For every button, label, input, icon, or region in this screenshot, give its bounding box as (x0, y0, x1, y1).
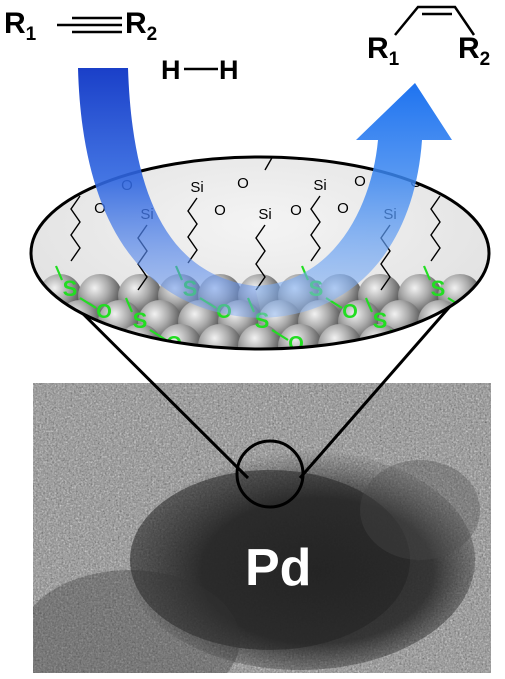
svg-text:R2: R2 (125, 7, 157, 45)
sulfur-chain-bond (364, 297, 374, 313)
reactant-alkyne: R1 R2 (4, 7, 157, 45)
oxygen-atom: O (337, 200, 349, 217)
pd-atom (278, 324, 322, 349)
alkyl-chain (187, 197, 198, 264)
product-cis-alkene: R1 R2 (367, 5, 490, 70)
sulfonate-bond (79, 297, 97, 309)
pd-label: Pd (245, 539, 311, 597)
pd-atom (31, 274, 42, 318)
silicon-atom: Si (313, 177, 326, 194)
pd-atom (438, 324, 482, 349)
sulfur-chain-bond (54, 265, 64, 281)
sulfonate-oxygen: O (342, 301, 358, 323)
sulfonate-oxygen: O (464, 301, 480, 323)
oxygen-atom: O (290, 202, 302, 219)
svg-text:R1: R1 (4, 7, 37, 45)
sulfonate-oxygen: O (96, 301, 112, 323)
product-r2: R (458, 32, 480, 65)
sulfur-chain-bond (422, 265, 432, 281)
alkene-skeleton (394, 5, 476, 36)
arrow-in (78, 68, 262, 318)
alkyl-chain (310, 195, 321, 262)
hydrogen-molecule: H H (161, 55, 239, 85)
pd-atom (458, 300, 489, 344)
zoom-circle (235, 439, 305, 509)
reactant-r2: R (125, 7, 147, 40)
methoxy-bond (144, 157, 154, 166)
svg-text:R1: R1 (367, 32, 400, 70)
product-r2-subscript: 2 (480, 49, 491, 70)
arrow-out (255, 83, 452, 318)
oxygen-atom: O (354, 173, 366, 190)
hydrogen-atom-1: H (161, 55, 181, 85)
pd-atom (31, 300, 62, 344)
sulfonate-oxygen: O (288, 333, 304, 355)
alkyl-chain (430, 195, 441, 262)
silicon-atom: Si (258, 206, 271, 223)
lens-outline (29, 155, 491, 351)
pd-atom (198, 324, 242, 349)
svg-text:R2: R2 (458, 32, 490, 70)
product-r1-subscript: 1 (389, 49, 400, 70)
pd-atom (31, 324, 42, 349)
hydrogen-atom-2: H (219, 55, 239, 85)
silicon-atom: Si (190, 179, 203, 196)
sulfonate-bond (271, 329, 289, 341)
product-r1: R (367, 32, 389, 65)
pd-atom (38, 324, 82, 349)
alkyl-chain (255, 224, 266, 291)
oxygen-atom: O (214, 202, 226, 219)
reactant-r1-subscript: 1 (26, 24, 37, 45)
reactant-r1: R (4, 7, 26, 40)
reaction-arrows (78, 68, 452, 318)
pd-atom (238, 324, 282, 349)
sulfur-chain-bond (124, 297, 134, 313)
sulfur-atom: S (373, 308, 388, 333)
pd-atom (398, 324, 442, 349)
oxygen-atom: O (237, 175, 249, 192)
alkyl-chain (70, 195, 81, 262)
reactant-r2-subscript: 2 (147, 24, 158, 45)
sulfonate-bond (149, 329, 167, 341)
oxygen-atom: O (94, 200, 106, 217)
tem-micrograph (33, 383, 491, 673)
sulfur-atom: S (431, 276, 446, 301)
oxygen-atom: O (294, 147, 306, 164)
oxygen-atom: O (362, 147, 374, 164)
sulfur-atom: S (133, 308, 148, 333)
sulfur-atom: S (63, 276, 78, 301)
